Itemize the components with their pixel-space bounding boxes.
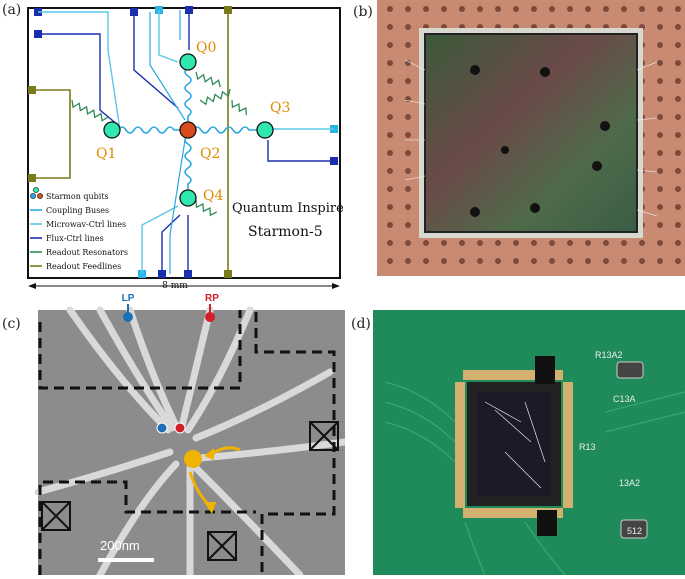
qubit-label-q3: Q3 bbox=[270, 100, 290, 116]
starmon-chip-schematic: Q0 Q1 Q2 Q3 Q4 Quantum Inspire Starmon-5… bbox=[27, 6, 344, 291]
chip-photo: (b) bbox=[353, 0, 685, 276]
panel-c: LP RP 200nm (c) bbox=[0, 292, 349, 579]
scalebar-label: 200nm bbox=[100, 538, 140, 553]
chip-title-line1: Quantum Inspire bbox=[232, 201, 344, 216]
legend-item-4: Readout Resonators bbox=[46, 248, 128, 257]
legend-item-5: Readout Feedlines bbox=[46, 262, 121, 271]
pcb-label-r13a2: R13A2 bbox=[595, 350, 623, 360]
pcb-photo: R13A2 R13 C13A 13A2 512 (d) bbox=[351, 310, 685, 576]
lp-label: LP bbox=[122, 293, 135, 304]
panel-d-label: (d) bbox=[351, 316, 371, 332]
qubit-label-q4: Q4 bbox=[203, 188, 223, 204]
rp-label: RP bbox=[205, 293, 219, 304]
legend-item-2: Microwav-Ctrl lines bbox=[46, 220, 126, 229]
pcb-label-r13: R13 bbox=[579, 442, 596, 452]
legend-item-0: Starmon qubits bbox=[46, 192, 109, 201]
panel-a-label: (a) bbox=[2, 2, 22, 18]
legend: Starmon qubits Coupling Buses Microwav-C… bbox=[30, 187, 128, 271]
panel-a: (a) bbox=[0, 0, 345, 292]
panel-b-label: (b) bbox=[353, 4, 373, 20]
qubit-label-q0: Q0 bbox=[196, 40, 216, 56]
pcb-label-13a2: 13A2 bbox=[619, 478, 640, 488]
sem-image: LP RP 200nm (c) bbox=[2, 293, 349, 579]
panel-d: R13A2 R13 C13A 13A2 512 (d) bbox=[345, 292, 685, 576]
pcb-label-512: 512 bbox=[627, 526, 642, 536]
panel-c-label: (c) bbox=[2, 316, 21, 332]
legend-item-3: Flux-Ctrl lines bbox=[46, 234, 104, 243]
chip-title-line2: Starmon-5 bbox=[248, 224, 323, 240]
qubit-label-q1: Q1 bbox=[96, 146, 116, 162]
scale-label: 8 mm bbox=[162, 281, 188, 291]
legend-item-1: Coupling Buses bbox=[46, 206, 109, 215]
qubit-label-q2: Q2 bbox=[200, 146, 220, 162]
pcb-label-c13a: C13A bbox=[613, 394, 636, 404]
panel-b: (b) bbox=[345, 0, 685, 292]
